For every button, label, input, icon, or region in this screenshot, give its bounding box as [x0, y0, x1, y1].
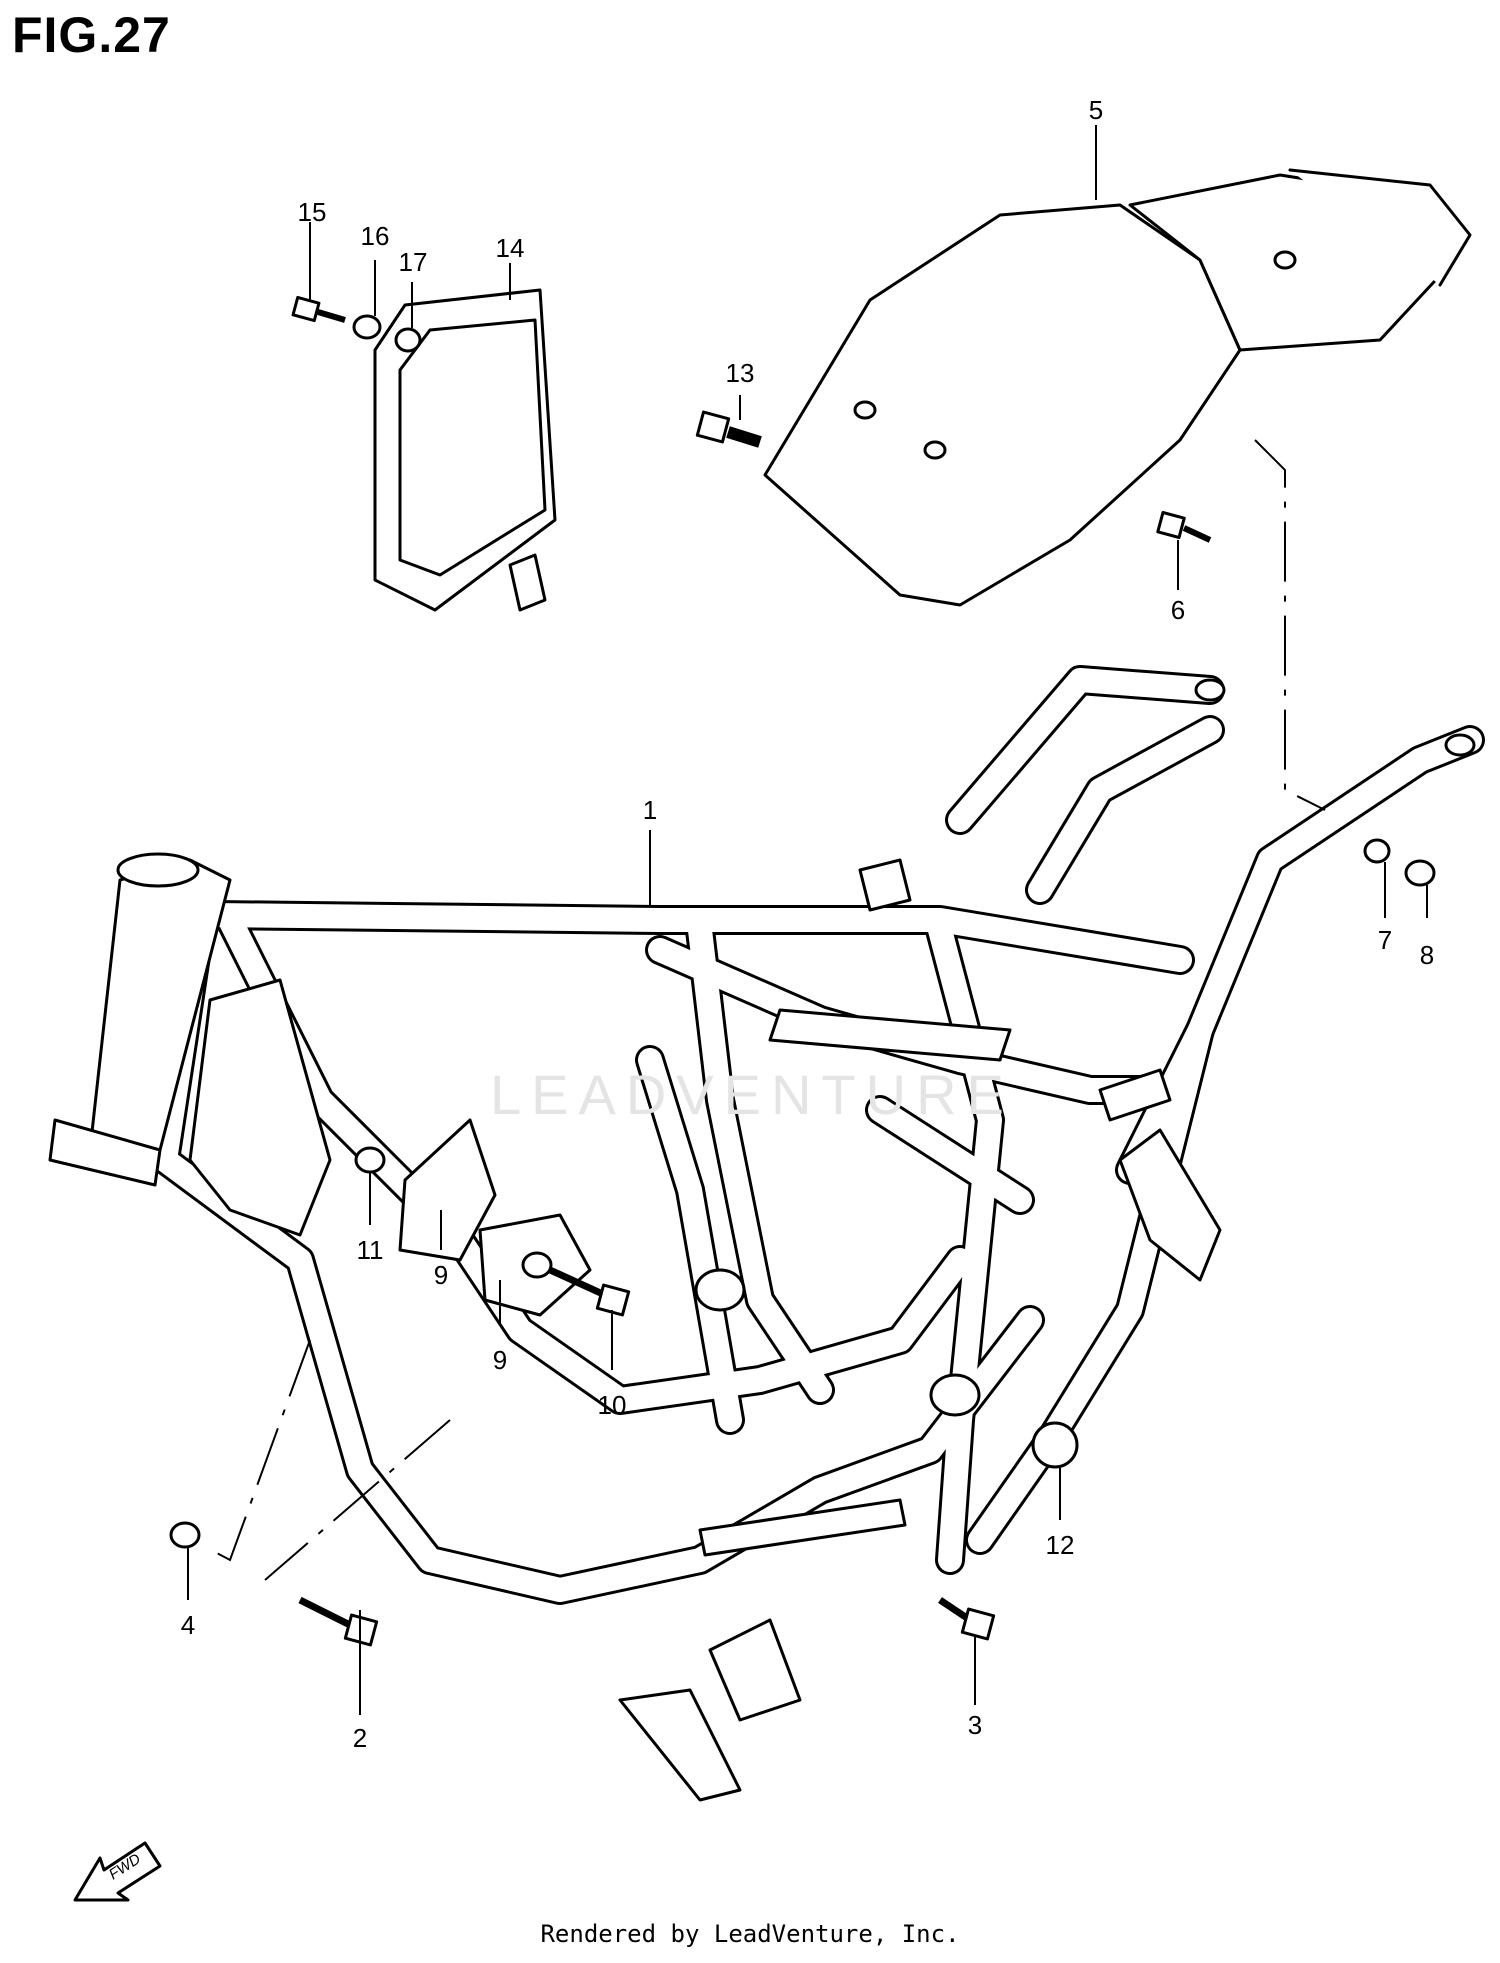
- crossmember: [698, 1498, 907, 1557]
- rear-bracket: [1118, 1128, 1222, 1282]
- footrest-bracket-right: [708, 1618, 802, 1722]
- callout-12: 12: [1045, 1530, 1075, 1560]
- callout-6: 6: [1170, 595, 1186, 625]
- head-gusset: [188, 978, 332, 1237]
- figure-title: FIG.27: [12, 7, 171, 63]
- bolt-3: [938, 1597, 996, 1641]
- callout-4: 4: [180, 1610, 196, 1640]
- render-credit: Rendered by LeadVenture, Inc.: [540, 1920, 960, 1948]
- watermark: LEADVENTURE: [490, 1063, 1014, 1126]
- callout-11: 11: [356, 1235, 384, 1265]
- nut-4: [169, 1521, 201, 1549]
- rear-fender: [763, 168, 1472, 607]
- main-frame: [48, 665, 1485, 1802]
- bolt-6: [1156, 510, 1212, 543]
- leader-lines: [187, 125, 1428, 1715]
- rail-end-upper: [1194, 678, 1226, 702]
- footrest-bracket-left: [618, 1688, 742, 1802]
- rail-end-lower: [1444, 733, 1476, 757]
- nut-8: [1404, 859, 1436, 887]
- bolt-13: [695, 410, 762, 448]
- alignment-lines: [214, 439, 1326, 1581]
- callout-9a: 9: [433, 1260, 449, 1290]
- callout-16: 16: [360, 221, 390, 251]
- cushion-17: [394, 327, 422, 353]
- mount-hole: [521, 1251, 553, 1279]
- callout-17: 17: [398, 247, 428, 277]
- steering-head: [48, 852, 232, 1187]
- callout-5: 5: [1088, 95, 1104, 125]
- callout-1: 1: [642, 795, 658, 825]
- callout-8: 8: [1419, 940, 1435, 970]
- callout-10: 10: [597, 1390, 627, 1420]
- callout-2: 2: [352, 1723, 368, 1753]
- callout-14: 14: [495, 233, 525, 263]
- callout-13: 13: [725, 358, 755, 388]
- side-bracket: [768, 1008, 1012, 1062]
- callout-15: 15: [297, 197, 327, 227]
- callout-7: 7: [1377, 925, 1393, 955]
- pivot-left: [694, 1268, 746, 1312]
- engine-mount-plate-1: [398, 1118, 497, 1262]
- spacer-7: [1363, 838, 1391, 864]
- callout-3: 3: [967, 1710, 983, 1740]
- pivot-right: [929, 1373, 981, 1417]
- tank-tab: [858, 858, 912, 912]
- fwd-arrow-icon: FWD: [73, 1841, 162, 1902]
- washer-16: [352, 314, 382, 340]
- battery-holder: [373, 288, 557, 612]
- bolt-10: [548, 1266, 631, 1317]
- seat-tab: [1098, 1068, 1172, 1122]
- nut-11: [354, 1146, 386, 1174]
- cap-12: [1031, 1421, 1079, 1469]
- bolt-15: [291, 295, 346, 323]
- callout-9b: 9: [492, 1345, 508, 1375]
- bolt-2: [298, 1596, 379, 1647]
